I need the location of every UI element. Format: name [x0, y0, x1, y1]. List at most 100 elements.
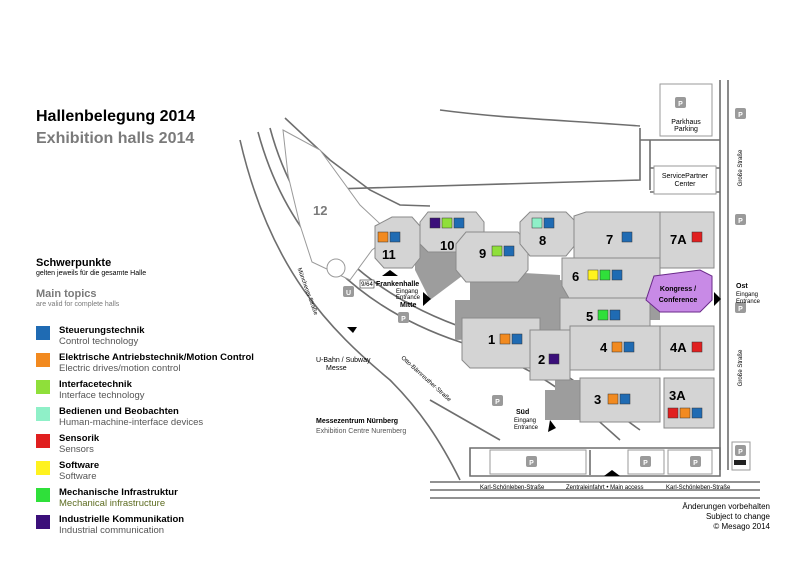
hall-3a[interactable]: [663, 377, 715, 429]
hall-7a[interactable]: [659, 211, 715, 269]
karl-street-left: Karl-Schönleben-Straße: [480, 485, 545, 491]
legend-label-en: Mechanical infrastructure: [59, 498, 166, 509]
hall-2-label: 2: [538, 352, 545, 367]
subway-icon: [343, 286, 354, 297]
servicepartner-label: ServicePartner: [662, 173, 709, 180]
parking-badge-8: P: [643, 460, 648, 467]
legend-label-de: Bedienen und Beobachten: [59, 406, 179, 417]
frankenhalle-eingang: Eingang: [396, 289, 418, 295]
legend-label-en: Control technology: [59, 336, 139, 347]
hall-3a-topic-sensors: [667, 407, 679, 419]
legend-label-de: Interfacetechnik: [59, 379, 132, 390]
parking-badge-7: P: [529, 460, 534, 467]
frankenhalle-entrance: Entrance: [396, 295, 421, 301]
legend-label-de: Steuerungstechnik: [59, 325, 145, 336]
hall-12-label: 12: [313, 203, 327, 218]
sued-entrance: Entrance: [514, 425, 539, 431]
legend-label-en: Industrial communication: [59, 525, 165, 536]
hall-7a-topic-sensors: [691, 231, 703, 243]
ost-label: Ost: [736, 283, 748, 290]
hall-11-label: 11: [382, 247, 396, 262]
hall-7a-label: 7A: [670, 232, 687, 247]
messezentrum-label: Messezentrum Nürnberg: [316, 418, 398, 425]
legend-label-en: Human-machine-interface devices: [59, 417, 204, 428]
car-icon: [734, 460, 746, 465]
hall-6-label: 6: [572, 269, 579, 284]
hall-3-topic-motion: [607, 393, 619, 405]
tram-icon: [359, 279, 375, 289]
legend-swatch-communication: [36, 515, 50, 529]
legend-item-hmi: Bedienen und Beobachten Human-machine-in…: [36, 406, 276, 433]
messe-strasse-label: Otto-Bärnreuther-Straße: [399, 355, 452, 403]
hall-1-topic-control: [511, 333, 523, 345]
parking-icon: [735, 108, 746, 119]
hall-3a-topic-control: [691, 407, 703, 419]
hall-3-label: 3: [594, 392, 601, 407]
legend-swatch-interface: [36, 380, 50, 394]
hall-8-label: 8: [539, 233, 546, 248]
hall-4a[interactable]: [659, 325, 715, 371]
footer-note: Änderungen vorbehalten Subject to change…: [682, 502, 770, 532]
topic-markers: [377, 217, 703, 419]
legend-item-mechanical: Mechanische Infrastruktur Mechanical inf…: [36, 487, 276, 514]
hall-4-topic-control: [623, 341, 635, 353]
legend-label-de: Sensorik: [59, 433, 100, 444]
hall-5-topic-mechanical: [597, 309, 609, 321]
legend-swatch-hmi: [36, 407, 50, 421]
center-label: Center: [674, 181, 696, 188]
hall-4a-label: 4A: [670, 340, 687, 355]
hall-5-topic-control: [609, 309, 621, 321]
subway-arrow: [347, 327, 357, 333]
legend-label-de: Software: [59, 460, 100, 471]
legend-label-de: Industrielle Kommunikation: [59, 514, 185, 525]
ubahn-label: U-Bahn / Subway: [316, 357, 371, 364]
parking-garage[interactable]: [659, 83, 713, 137]
hall-7[interactable]: [573, 211, 661, 263]
parking-icon: [526, 456, 537, 467]
ost-entrance: Entrance: [736, 299, 761, 305]
entrance-arrows: [347, 270, 721, 476]
hall-11[interactable]: [374, 216, 421, 269]
hall-9[interactable]: [455, 231, 529, 283]
parking-icon: [690, 456, 701, 467]
legend-item-motion: Elektrische Antriebstechnik/Motion Contr…: [36, 352, 276, 379]
legend: Steuerungstechnik Control technology Ele…: [36, 325, 276, 541]
parking-lot-south[interactable]: [489, 449, 587, 475]
hall-3a-label: 3A: [669, 388, 686, 403]
hall-4-label: 4: [600, 340, 608, 355]
parking-badge-1: P: [678, 101, 683, 108]
parking-badges: P P P P P P P P P P U 9/64: [343, 97, 746, 467]
legend-item-communication: Industrielle Kommunikation Industrial co…: [36, 514, 276, 541]
parking-icon: [398, 312, 409, 323]
frankenhalle-label: Frankenhalle: [376, 281, 419, 288]
hall-10-topic-communication: [429, 217, 441, 229]
conference-label-line2: Conference: [659, 297, 698, 304]
hall-10-topic-interface: [441, 217, 453, 229]
hall-4-topic-motion: [611, 341, 623, 353]
servicepartner-center[interactable]: [653, 165, 717, 195]
legend-label-en: Electric drives/motion control: [59, 363, 181, 374]
sued-entrance-arrow: [548, 420, 556, 432]
footer-line-en: Subject to change: [705, 512, 770, 521]
legend-swatch-sensors: [36, 434, 50, 448]
topics-note-en: are valid for complete halls: [36, 301, 120, 308]
hall-11-topic-motion: [377, 231, 389, 243]
ost-eingang: Eingang: [736, 292, 758, 298]
parking-icon: [735, 214, 746, 225]
hall-7-label: 7: [606, 232, 613, 247]
legend-swatch-control: [36, 326, 50, 340]
hall-4a-topic-sensors: [691, 341, 703, 353]
mitte-label: Mitte: [400, 302, 416, 309]
subway-badge: U: [346, 290, 351, 297]
hall-12[interactable]: [282, 129, 393, 281]
conference-center[interactable]: [645, 269, 713, 313]
parking-icon: [492, 395, 503, 406]
karl-street-right: Karl-Schönleben-Straße: [666, 485, 731, 491]
parking-label: Parking: [674, 126, 698, 133]
footer-line-de: Änderungen vorbehalten: [682, 502, 770, 511]
hall-6-topic-software: [587, 269, 599, 281]
hall-10-label: 10: [440, 238, 454, 253]
legend-label-en: Software: [59, 471, 97, 482]
hall-2-topic-communication: [548, 353, 560, 365]
